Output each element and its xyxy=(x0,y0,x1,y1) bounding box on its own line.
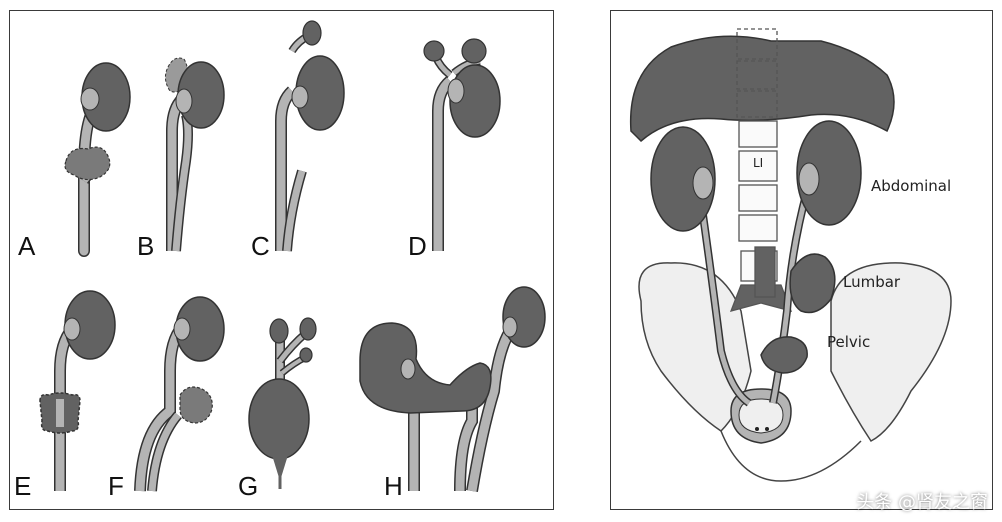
variant-f-illustration xyxy=(134,296,225,492)
kidney-anomalies-panel: A B C D E F G H xyxy=(9,10,554,510)
variant-a-illustration xyxy=(64,62,131,257)
lumbar-label: Lumbar xyxy=(843,273,901,291)
variant-e-illustration xyxy=(39,290,116,491)
kidney-anomalies-drawing xyxy=(39,20,546,492)
panel-label-d: D xyxy=(408,231,427,261)
panel-label-f: F xyxy=(108,471,124,501)
right-iliac-bone xyxy=(830,262,952,442)
ectopic-kidney-drawing xyxy=(629,28,952,482)
panel-label-c: C xyxy=(251,231,270,261)
panel-label-h: H xyxy=(384,471,403,501)
panel-label-b: B xyxy=(137,231,155,261)
liver-shape xyxy=(629,35,895,143)
pelvic-label: Pelvic xyxy=(827,333,871,351)
abdominal-label: Abdominal xyxy=(871,177,952,195)
ectopic-kidney-positions-panel: LI Abdominal Lumbar Pelvic xyxy=(610,10,993,510)
variant-c-illustration xyxy=(275,20,345,252)
panel-label-e: E xyxy=(14,471,32,501)
left-kidney-normal xyxy=(650,126,716,232)
spine-vertebrae xyxy=(729,28,793,312)
lumbar-kidney xyxy=(789,253,836,314)
variant-b-illustration xyxy=(164,57,225,252)
vertebra-label: LI xyxy=(753,156,764,170)
variant-g-illustration xyxy=(248,317,317,489)
variant-h-illustration xyxy=(359,286,546,492)
watermark: 头条 @肾友之窗 xyxy=(856,492,988,513)
panel-label-g: G xyxy=(238,471,259,501)
pelvic-kidney xyxy=(760,336,808,374)
abdominal-kidney xyxy=(796,120,862,226)
panel-label-a: A xyxy=(18,231,36,261)
variant-d-illustration xyxy=(423,38,501,251)
